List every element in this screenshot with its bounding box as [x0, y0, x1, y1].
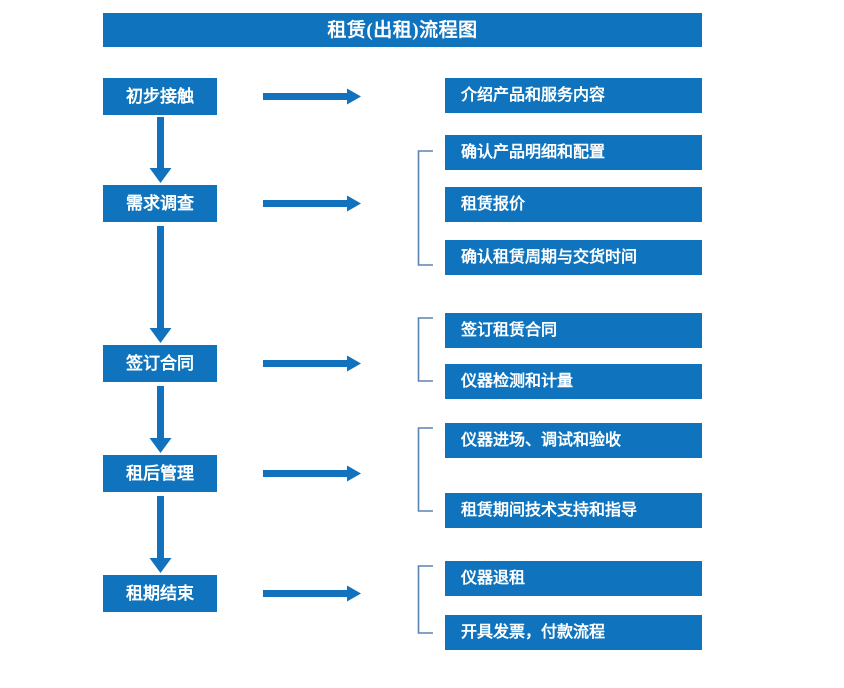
stage-box-initial-contact[interactable]: 初步接触	[103, 78, 217, 115]
detail-box-invoice-payment[interactable]: 开具发票，付款流程	[445, 615, 702, 650]
detail-label: 租赁期间技术支持和指导	[461, 501, 638, 519]
detail-box-introduce-products[interactable]: 介绍产品和服务内容	[445, 78, 702, 113]
stage-label: 初步接触	[126, 87, 194, 106]
detail-label: 介绍产品和服务内容	[461, 86, 606, 104]
detail-label: 仪器进场、调试和验收	[461, 431, 622, 449]
detail-label: 仪器退租	[461, 569, 526, 587]
detail-box-instrument-entry-commissioning[interactable]: 仪器进场、调试和验收	[445, 423, 702, 458]
vertical-arrow-3	[149, 386, 172, 453]
diagram-title-bar: 租赁(出租)流程图	[103, 13, 702, 47]
detail-box-instrument-return[interactable]: 仪器退租	[445, 561, 702, 596]
stage-label: 租期结束	[126, 584, 194, 603]
stage-box-needs-survey[interactable]: 需求调查	[103, 185, 217, 222]
group-bracket-3	[417, 427, 433, 512]
detail-box-confirm-product-spec[interactable]: 确认产品明细和配置	[445, 135, 702, 170]
stage-label: 需求调查	[126, 194, 194, 213]
group-bracket-4	[417, 565, 433, 634]
diagram-title: 租赁(出租)流程图	[327, 19, 478, 41]
horizontal-arrow-5	[263, 585, 361, 602]
stage-label: 签订合同	[126, 354, 194, 373]
detail-label: 确认租赁周期与交货时间	[461, 248, 638, 266]
detail-box-instrument-inspection[interactable]: 仪器检测和计量	[445, 364, 702, 399]
horizontal-arrow-4	[263, 465, 361, 482]
stage-box-rental-end[interactable]: 租期结束	[103, 575, 217, 612]
stage-box-sign-contract[interactable]: 签订合同	[103, 345, 217, 382]
horizontal-arrow-2	[263, 195, 361, 212]
detail-box-rental-quote[interactable]: 租赁报价	[445, 187, 702, 222]
detail-label: 签订租赁合同	[461, 321, 558, 339]
detail-box-sign-rental-contract[interactable]: 签订租赁合同	[445, 313, 702, 348]
horizontal-arrow-1	[263, 88, 361, 105]
vertical-arrow-4	[149, 496, 172, 573]
stage-box-post-rental-management[interactable]: 租后管理	[103, 455, 217, 492]
detail-box-technical-support[interactable]: 租赁期间技术支持和指导	[445, 493, 702, 528]
group-bracket-1	[417, 150, 433, 266]
detail-label: 确认产品明细和配置	[461, 143, 606, 161]
vertical-arrow-2	[149, 226, 172, 343]
horizontal-arrow-3	[263, 355, 361, 372]
detail-label: 租赁报价	[461, 195, 526, 213]
detail-label: 仪器检测和计量	[461, 372, 574, 390]
stage-label: 租后管理	[126, 464, 194, 483]
detail-label: 开具发票，付款流程	[461, 623, 606, 641]
vertical-arrow-1	[149, 117, 172, 183]
group-bracket-2	[417, 317, 433, 382]
detail-box-confirm-period-delivery[interactable]: 确认租赁周期与交货时间	[445, 240, 702, 275]
